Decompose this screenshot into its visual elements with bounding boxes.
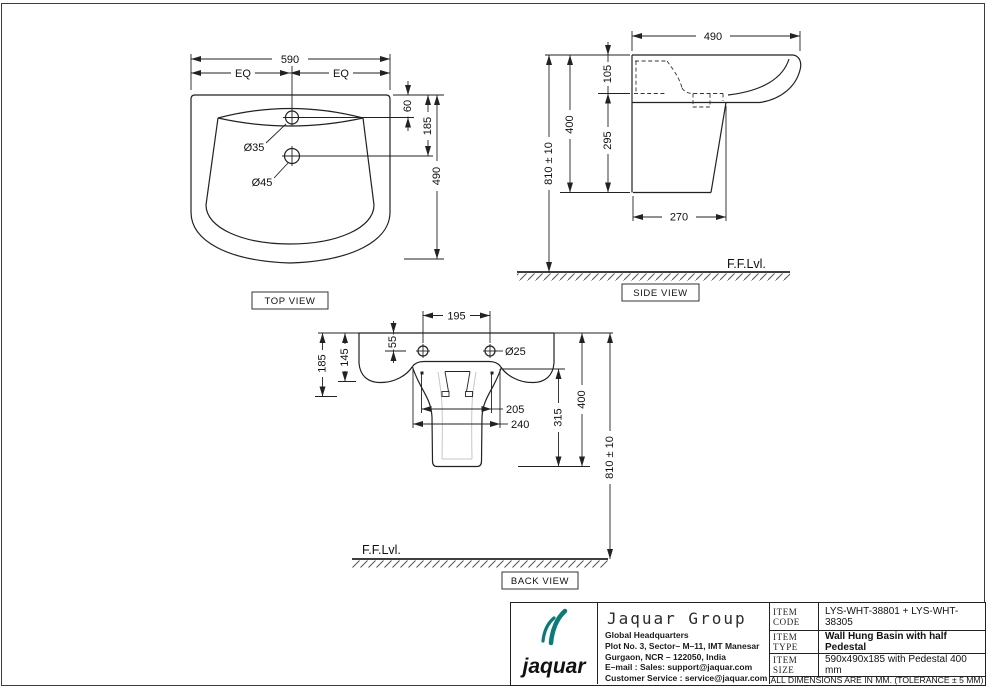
logo-wordmark: jaquar <box>519 655 587 678</box>
overflow-hole-label: Ø45 <box>252 177 273 189</box>
top-dim-eq-right: EQ <box>333 68 349 80</box>
side-floor-label: F.F.Lvl. <box>727 257 766 271</box>
back-view-label-box <box>501 571 579 590</box>
back-view-dimensions: 195 55 Ø25 185 145 205 240 315 400 810 ±… <box>315 309 616 559</box>
item-size-label: ITEM SIZE <box>773 654 798 675</box>
side-dim-base: 270 <box>670 212 688 224</box>
divider <box>818 603 819 676</box>
side-dim-rim: 105 <box>602 65 614 83</box>
floor-back: F.F.Lvl. <box>352 543 608 568</box>
top-view-label-box <box>251 291 329 310</box>
back-floor-label: F.F.Lvl. <box>362 543 401 557</box>
divider <box>769 603 770 684</box>
item-size-value: 590x490x185 with Pedestal 400 mm <box>825 653 967 676</box>
pedestal-back <box>411 360 503 468</box>
back-dim-basin: 400 <box>576 390 588 408</box>
side-dim-width: 490 <box>704 31 722 43</box>
jaquar-logo: jaquar <box>519 608 587 678</box>
back-dim-depth-inner: 145 <box>339 348 351 366</box>
overflow-hole <box>282 146 302 166</box>
top-dim-width: 590 <box>281 54 299 66</box>
mount-hole-left <box>416 344 430 358</box>
floor-side: F.F.Lvl. <box>517 257 790 281</box>
top-dim-depth: 490 <box>431 167 443 185</box>
back-dim-depth-outer: 185 <box>317 354 329 372</box>
side-dim-height: 810 ± 10 <box>543 142 555 185</box>
address-line: Global Headquarters <box>605 630 689 640</box>
top-dim-hole1-offset: 60 <box>402 100 414 112</box>
address-line: Plot No. 3, Sector– M–11, IMT Manesar <box>605 640 760 651</box>
back-dim-ped-outer: 240 <box>511 419 529 431</box>
side-dim-pedestal: 295 <box>602 131 614 149</box>
item-code-value: LYS-WHT-38801 + LYS-WHT-38305 <box>825 605 959 628</box>
item-type-value: Wall Hung Basin with half Pedestal <box>825 630 947 653</box>
basin-outline-top <box>190 94 391 264</box>
back-hole-label: Ø25 <box>505 346 526 358</box>
sheet-border <box>1 3 985 686</box>
mount-hole-right <box>483 344 497 358</box>
back-view: 195 55 Ø25 185 145 205 240 315 400 810 ±… <box>315 309 616 590</box>
top-dim-hole2-offset: 185 <box>422 117 434 135</box>
side-dim-basin: 400 <box>564 115 576 133</box>
back-dim-height: 810 ± 10 <box>604 436 616 479</box>
address-line: E–mail : Sales: support@jaquar.com <box>605 662 753 673</box>
side-view-label-box <box>621 283 700 302</box>
address-line: Customer Service : service@jaquar.com <box>605 673 768 684</box>
side-view-label: SIDE VIEW <box>633 288 688 299</box>
back-view-label: BACK VIEW <box>511 576 569 587</box>
back-dim-hole-top: 55 <box>387 336 399 348</box>
back-dim-holes-span: 195 <box>447 311 465 323</box>
faucet-hole <box>283 108 301 127</box>
item-code-label: ITEM CODE <box>773 606 800 627</box>
dimensions-note: ALL DIMENSIONS ARE IN MM. (TOLERANCE ± 5… <box>770 675 984 685</box>
logo-feather-icon <box>541 616 556 643</box>
basin-outline-back <box>358 332 555 384</box>
company-name: Jaquar Group <box>607 609 747 628</box>
back-dim-ped-height: 315 <box>553 408 565 426</box>
company-address: Global Headquarters Plot No. 3, Sector– … <box>605 630 771 684</box>
side-view-dimensions: 490 105 295 400 810 ± 10 270 <box>542 29 801 272</box>
divider <box>769 630 986 631</box>
logo-feather-icon <box>548 608 568 646</box>
back-dim-ped-inner: 205 <box>506 404 524 416</box>
top-view-label: TOP VIEW <box>265 296 316 307</box>
top-view: 590 EQ EQ 60 185 490 Ø35 Ø45 TOP VIEW <box>190 53 444 310</box>
basin-outline-side <box>631 54 802 194</box>
title-block: jaquar Jaquar Group Global Headquarters … <box>510 602 986 686</box>
side-view: 490 105 295 400 810 ± 10 270 F.F.Lvl. SI… <box>517 29 802 302</box>
divider <box>769 653 986 654</box>
faucet-hole-label: Ø35 <box>244 142 265 154</box>
top-dim-eq-left: EQ <box>235 68 251 80</box>
divider <box>597 603 598 684</box>
top-view-dimensions: 590 EQ EQ 60 185 490 Ø35 Ø45 <box>190 53 444 260</box>
divider <box>769 676 986 677</box>
hidden-lines-side <box>634 60 724 108</box>
address-line: Gurgaon, NCR – 122050, India <box>605 651 726 662</box>
item-type-label: ITEM TYPE <box>773 631 798 652</box>
